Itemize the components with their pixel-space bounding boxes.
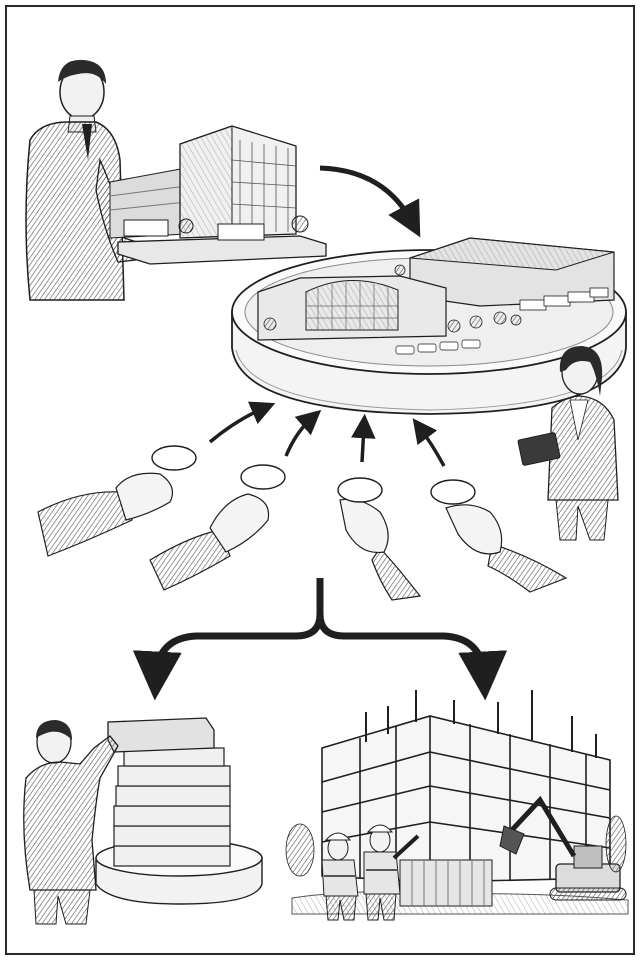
building-model-icon [109, 125, 327, 265]
construction-worker-icon [363, 824, 420, 921]
contribution-arrows [208, 401, 446, 467]
construction-site-with-workers-icon [285, 690, 629, 921]
businessman-stacking-slabs-icon [23, 717, 263, 925]
hand-with-coin-icon [430, 479, 568, 593]
up-arrow-icon [284, 409, 322, 457]
up-arrow-icon [208, 401, 276, 444]
excavator-icon [499, 795, 627, 901]
hand-with-coin-icon [337, 477, 422, 601]
up-arrow-icon [351, 413, 376, 463]
hand-with-coin-icon [149, 464, 286, 591]
businesswoman-with-tablet-icon [517, 346, 619, 541]
business-park-on-disc-icon [231, 237, 627, 415]
construction-worker-icon [321, 832, 359, 921]
up-arrow-icon [412, 418, 446, 467]
split-arrow-icon [132, 578, 508, 701]
transfer-arrow-icon [319, 165, 421, 238]
hand-with-coin-icon [37, 445, 197, 557]
